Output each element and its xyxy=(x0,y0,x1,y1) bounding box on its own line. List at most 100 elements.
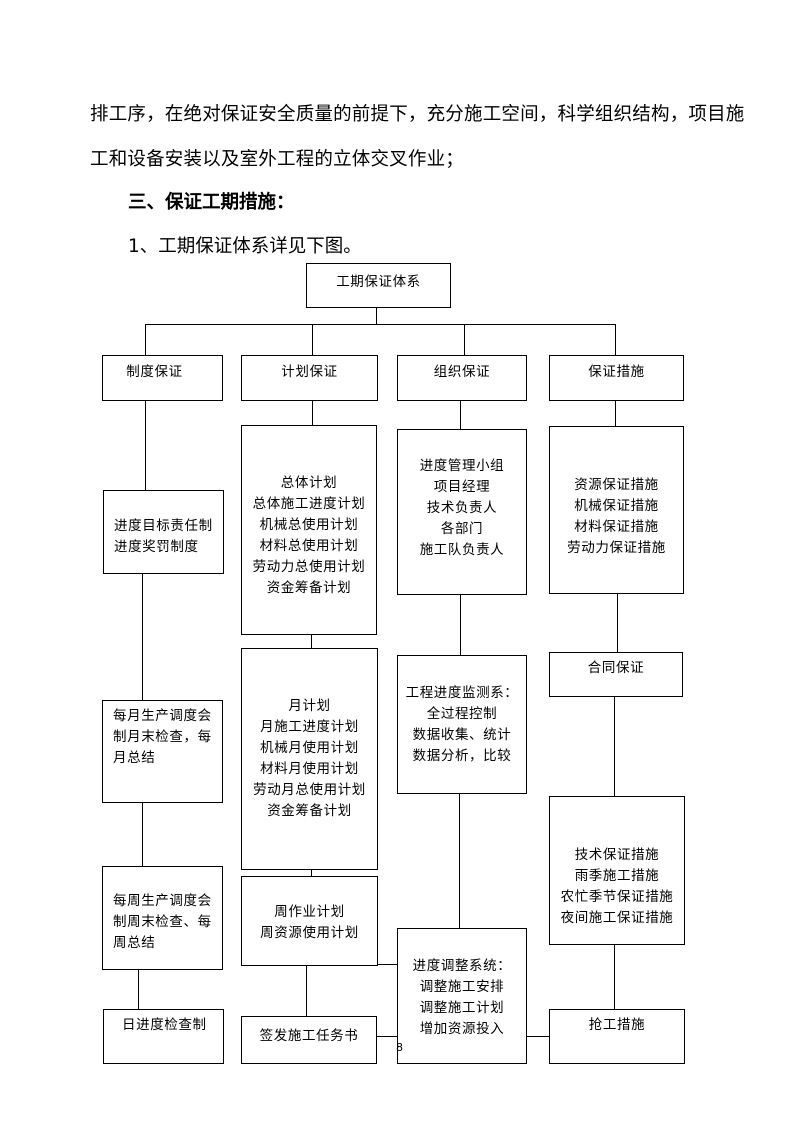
zuzhi-box-2: 工程进度监测系： 全过程控制 数据收集、统计 数据分析，比较 xyxy=(397,655,527,794)
cuoshi-box-1: 资源保证措施 机械保证措施 材料保证措施 劳动力保证措施 xyxy=(549,426,684,594)
root-label: 工期保证体系 xyxy=(336,274,421,290)
connector-top-bus xyxy=(145,324,615,325)
zuzhi-box-1-line-3: 技术负责人 xyxy=(426,500,498,516)
jihua-box-1: 总体计划 总体施工进度计划 机械总使用计划 材料总使用计划 劳动力总使用计划 资… xyxy=(241,425,377,635)
jihua-box-2-line-5: 劳动月总使用计划 xyxy=(253,782,366,798)
jihua-box-2-line-6: 资金筹备计划 xyxy=(267,803,352,819)
jihua-box-2-line-3: 机械月使用计划 xyxy=(260,740,359,756)
cuoshi-box-3-line-4: 夜间施工保证措施 xyxy=(560,910,674,926)
connector-cuoshi-1 xyxy=(615,400,616,427)
zhidu-box-4: 日进度检查制 xyxy=(103,1009,224,1064)
zuzhi-box-3: 进度调整系统： 调整施工安排 调整施工计划 增加资源投入 xyxy=(397,928,527,1064)
connector-zhidu-1 xyxy=(145,400,146,490)
connector-cuoshi-2 xyxy=(617,593,618,653)
jihua-box-3-line-1: 周作业计划 xyxy=(274,904,345,920)
connector-cuoshi-4 xyxy=(614,944,615,1010)
zhidu-box-3: 每周生产调度会 制周末检查、每 周总结 xyxy=(102,866,223,970)
connector-zhidu-2 xyxy=(142,573,143,700)
zuzhi-box-2-line-3: 数据收集、统计 xyxy=(412,727,512,743)
connector-jihua-4 xyxy=(306,965,307,1017)
zhidu-box-1-line-1: 进度目标责任制 xyxy=(114,518,213,534)
connector-jihua-zuzhi-upper xyxy=(377,964,398,965)
header-zuzhi-label: 组织保证 xyxy=(433,364,491,380)
jihua-box-1-line-5: 劳动力总使用计划 xyxy=(252,559,366,575)
connector-bus-jihua xyxy=(312,324,313,355)
cuoshi-box-4-line-1: 抢工措施 xyxy=(588,1017,646,1033)
zuzhi-box-3-line-2: 调整施工安排 xyxy=(419,979,505,995)
zuzhi-box-2-line-2: 全过程控制 xyxy=(426,706,498,722)
cuoshi-box-3-line-2: 雨季施工措施 xyxy=(574,868,660,884)
zuzhi-box-2-line-1: 工程进度监测系： xyxy=(405,685,519,701)
zhidu-box-2: 每月生产调度会 制月末检查，每 月总结 xyxy=(102,700,223,803)
zuzhi-box-1-line-2: 项目经理 xyxy=(433,479,491,495)
jihua-box-4-line-1: 签发施工任务书 xyxy=(259,1028,359,1044)
cuoshi-box-3: 技术保证措施 雨季施工措施 农忙季节保证措施 夜间施工保证措施 xyxy=(549,796,685,945)
jihua-box-1-line-4: 材料总使用计划 xyxy=(259,538,359,554)
jihua-box-1-line-3: 机械总使用计划 xyxy=(259,517,359,533)
page-number: 8 xyxy=(396,1041,403,1054)
header-jihua: 计划保证 xyxy=(241,355,378,401)
root-box: 工期保证体系 xyxy=(306,263,451,308)
jihua-box-2-line-2: 月施工进度计划 xyxy=(260,719,359,735)
zuzhi-box-3-line-4: 增加资源投入 xyxy=(419,1021,505,1037)
zuzhi-box-1-line-1: 进度管理小组 xyxy=(419,458,505,474)
connector-zuzhi-1 xyxy=(460,400,461,430)
connector-jihua-1 xyxy=(312,400,313,426)
connector-zuzhi-2 xyxy=(460,594,461,656)
cuoshi-box-1-line-4: 劳动力保证措施 xyxy=(567,540,666,556)
cuoshi-box-2-line-1: 合同保证 xyxy=(587,660,645,676)
zuzhi-box-3-line-3: 调整施工计划 xyxy=(419,1000,505,1016)
zhidu-box-1: 进度目标责任制 进度奖罚制度 xyxy=(103,490,224,574)
header-cuoshi-label: 保证措施 xyxy=(588,364,645,380)
jihua-box-1-line-1: 总体计划 xyxy=(280,475,338,491)
jihua-box-1-line-6: 资金筹备计划 xyxy=(266,580,352,596)
header-jihua-label: 计划保证 xyxy=(281,364,338,380)
cuoshi-box-2: 合同保证 xyxy=(549,652,683,697)
zhidu-box-2-line-1: 每月生产调度会 xyxy=(113,708,212,724)
zhidu-box-3-line-1: 每周生产调度会 xyxy=(113,893,212,909)
connector-zhidu-3 xyxy=(142,802,143,866)
zhidu-box-2-line-3: 月总结 xyxy=(113,750,156,766)
jihua-box-3-line-2: 周资源使用计划 xyxy=(260,925,359,941)
jihua-box-1-line-2: 总体施工进度计划 xyxy=(252,496,366,512)
cuoshi-box-3-line-1: 技术保证措施 xyxy=(574,847,660,863)
paragraph-line-2: 工和设备安装以及室外工程的立体交叉作业； xyxy=(90,149,465,170)
zhidu-box-2-line-2: 制月末检查，每 xyxy=(113,729,212,745)
connector-bus-cuoshi xyxy=(615,324,616,355)
header-cuoshi: 保证措施 xyxy=(549,355,684,401)
jihua-box-2-line-4: 材料月使用计划 xyxy=(260,761,359,777)
cuoshi-box-1-line-3: 材料保证措施 xyxy=(574,519,659,535)
connector-jihua-zuzhi-lower xyxy=(377,1036,398,1037)
connector-cuoshi-3 xyxy=(614,696,615,797)
cuoshi-box-4: 抢工措施 xyxy=(549,1009,685,1064)
connector-jihua-3 xyxy=(311,861,312,888)
header-zuzhi: 组织保证 xyxy=(397,355,527,401)
zuzhi-box-1-line-5: 施工队负责人 xyxy=(419,542,505,558)
connector-zuzhi-cuoshi xyxy=(526,1036,550,1037)
jihua-box-3: 周作业计划 周资源使用计划 xyxy=(241,876,378,966)
zuzhi-box-1: 进度管理小组 项目经理 技术负责人 各部门 施工队负责人 xyxy=(397,429,527,595)
connector-bus-zhidu xyxy=(145,324,146,355)
zhidu-box-4-line-1: 日进度检查制 xyxy=(122,1017,207,1033)
paragraph-line-1: 排工序，在绝对保证安全质量的前提下，充分施工空间，科学组织结构，项目施 xyxy=(90,104,745,125)
zhidu-box-1-line-2: 进度奖罚制度 xyxy=(114,539,199,555)
section-heading: 三、保证工期措施： xyxy=(128,192,295,213)
connector-zhidu-4 xyxy=(138,969,139,1009)
header-zhidu: 制度保证 xyxy=(102,355,223,401)
header-zhidu-label: 制度保证 xyxy=(126,364,183,380)
cuoshi-box-1-line-1: 资源保证措施 xyxy=(574,477,659,493)
cuoshi-box-3-line-3: 农忙季节保证措施 xyxy=(560,889,674,905)
jihua-box-2-line-1: 月计划 xyxy=(288,698,331,714)
connector-bus-zuzhi xyxy=(464,324,465,355)
jihua-box-2: 月计划 月施工进度计划 机械月使用计划 材料月使用计划 劳动月总使用计划 资金筹… xyxy=(241,648,378,870)
connector-zuzhi-3 xyxy=(459,793,460,929)
connector-root-down xyxy=(376,307,377,325)
zuzhi-box-1-line-4: 各部门 xyxy=(440,521,484,537)
zhidu-box-3-line-3: 周总结 xyxy=(113,935,156,951)
zuzhi-box-2-line-4: 数据分析，比较 xyxy=(412,748,512,764)
jihua-box-4: 签发施工任务书 xyxy=(241,1016,377,1064)
cuoshi-box-1-line-2: 机械保证措施 xyxy=(574,498,659,514)
subheading: 1、工期保证体系详见下图。 xyxy=(128,236,362,257)
zhidu-box-3-line-2: 制周末检查、每 xyxy=(113,914,212,930)
zuzhi-box-3-line-1: 进度调整系统： xyxy=(412,958,512,974)
